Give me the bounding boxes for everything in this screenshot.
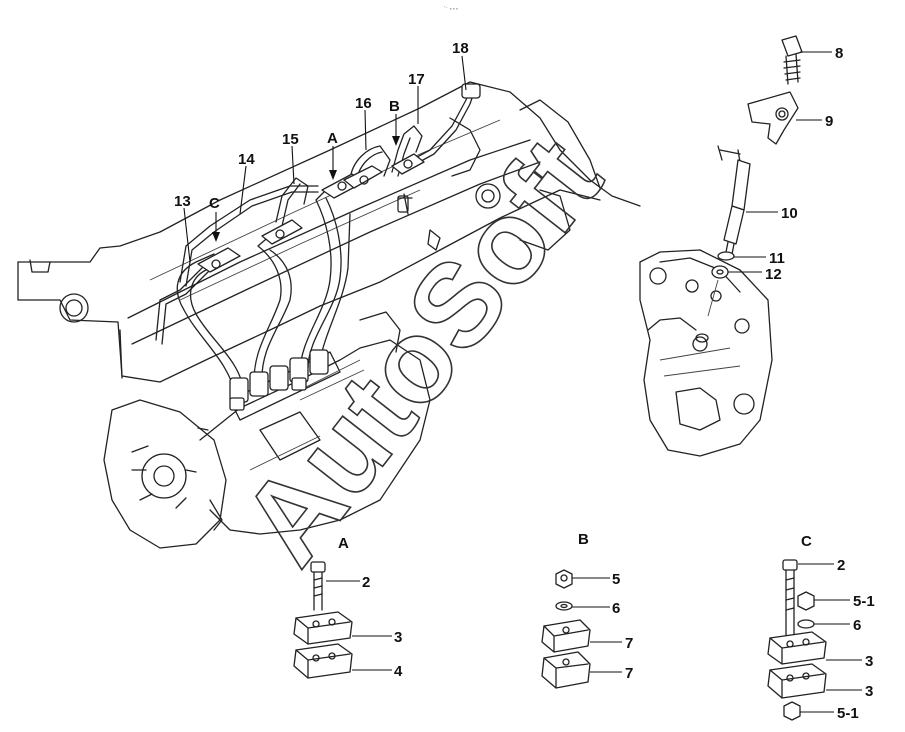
detail-a-title: A <box>338 535 349 552</box>
callout-8: 8 <box>835 45 843 62</box>
marker-c: C <box>209 195 220 212</box>
leader-lines <box>183 51 862 713</box>
detail-b-drawing <box>541 569 591 689</box>
callout-9: 9 <box>825 113 833 130</box>
callout-14: 14 <box>238 151 255 168</box>
detail-b-label-upper-clamp: 7 <box>625 635 633 652</box>
callout-13: 13 <box>174 193 191 210</box>
callout-10: 10 <box>781 205 798 222</box>
detail-a-drawing <box>293 561 353 679</box>
injection-pipes <box>155 83 481 411</box>
detail-a-label-lower-clamp: 4 <box>394 663 403 680</box>
callout-18: 18 <box>452 40 469 57</box>
marker-a: A <box>327 130 338 147</box>
detail-c-label-bottom-nut: 5-1 <box>837 705 859 722</box>
callout-12: 12 <box>765 266 782 283</box>
detail-c-label-bolt: 2 <box>837 557 845 574</box>
watermark: AutoSoft <box>216 114 627 588</box>
detail-b-label-lower-clamp: 7 <box>625 665 633 682</box>
top-mark: ’⁻ ∘∘∘ <box>444 6 459 12</box>
callout-16: 16 <box>355 95 372 112</box>
callout-17: 17 <box>408 71 425 88</box>
detail-c-label-upper-clamp: 3 <box>865 653 873 670</box>
detail-b-label-nut: 5 <box>612 571 620 588</box>
callout-11: 11 <box>769 250 785 267</box>
detail-c-label-washer: 6 <box>853 617 861 634</box>
callouts: 8 9 10 11 12 13 14 15 16 17 18 A B C A 2… <box>174 40 875 722</box>
detail-a-label-upper-clamp: 3 <box>394 629 402 646</box>
detail-c-drawing <box>767 559 827 721</box>
detail-a-label-bolt: 2 <box>362 574 370 591</box>
detail-c-label-nut: 5-1 <box>853 593 875 610</box>
marker-b: B <box>389 98 400 115</box>
injector-assembly <box>695 35 803 343</box>
callout-15: 15 <box>282 131 299 148</box>
detail-c-title: C <box>801 533 812 550</box>
detail-b-label-washer: 6 <box>612 600 620 617</box>
detail-c-label-lower-clamp: 3 <box>865 683 873 700</box>
detail-b-title: B <box>578 531 589 548</box>
